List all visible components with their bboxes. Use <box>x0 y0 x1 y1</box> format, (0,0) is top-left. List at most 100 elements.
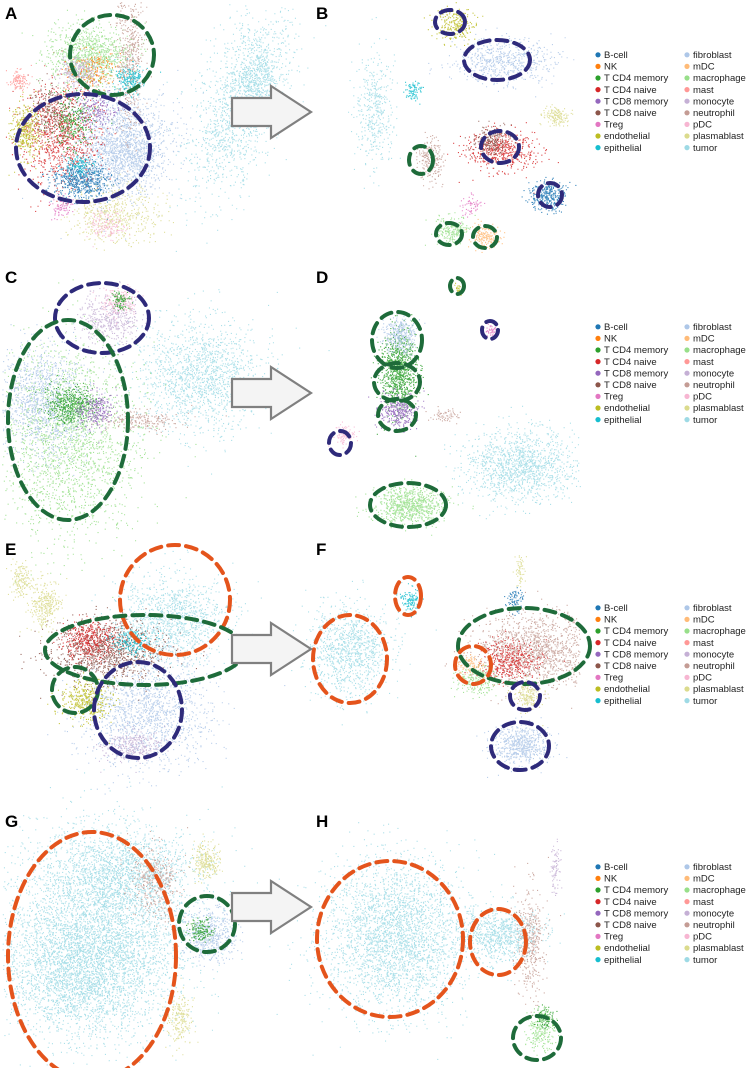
highlight-ellipse-d-14 <box>327 429 353 457</box>
cluster-macrophage <box>20 9 150 110</box>
legend-label: fibroblast <box>693 862 732 873</box>
cluster-tumor <box>154 4 327 253</box>
legend-label: T CD8 naive <box>604 380 657 391</box>
legend-label: macrophage <box>693 345 746 356</box>
legend-marker <box>595 382 601 388</box>
embedding-panel-b <box>348 2 577 253</box>
embedding-panel-a <box>5 2 327 253</box>
highlight-ellipse-d-12 <box>372 361 422 403</box>
legend-marker <box>684 393 690 399</box>
cluster-t-cd4-memory <box>185 916 216 950</box>
cluster-macrophage <box>355 478 474 536</box>
legend-marker <box>684 98 690 104</box>
cluster-tumor <box>348 17 401 189</box>
legend-marker <box>595 922 601 928</box>
highlight-ellipse-d-13 <box>376 397 418 433</box>
legend-label: mDC <box>693 874 715 885</box>
cluster-t-cd8-naive <box>464 120 516 159</box>
legend-marker <box>684 121 690 127</box>
legend-label: T CD8 memory <box>604 368 668 379</box>
panel-letters-layer: A B C D E F G H <box>5 4 328 831</box>
cluster-t-cd4-memory <box>27 374 107 442</box>
legend-label: mDC <box>693 615 715 626</box>
legend-label: T CD8 memory <box>604 96 668 107</box>
legend-label: macrophage <box>693 885 746 896</box>
legend-label: mast <box>693 357 714 368</box>
legend-label: Treg <box>604 932 623 943</box>
legend-marker <box>684 405 690 411</box>
cluster-treg <box>48 193 74 221</box>
legend-marker <box>684 640 690 646</box>
highlight-ellipse-b-8 <box>471 224 499 250</box>
legend-label: NK <box>604 874 618 885</box>
highlight-ellipses-layer <box>6 8 592 1068</box>
panel-letter-h: H <box>316 812 328 831</box>
highlight-ellipse-b-6 <box>536 181 564 209</box>
legend-label: pDC <box>693 932 712 943</box>
embedding-panel-f <box>291 555 581 778</box>
legend-marker <box>595 945 601 951</box>
cluster-endothelial <box>454 282 465 296</box>
legend-marker <box>684 63 690 69</box>
cluster-neutrophil <box>510 856 562 1018</box>
legend-label: endothelial <box>604 131 650 142</box>
legend-label: tumor <box>693 696 717 707</box>
legend-marker <box>595 899 601 905</box>
highlight-ellipse-a-1 <box>14 92 152 204</box>
legend-marker <box>684 922 690 928</box>
legend-marker <box>684 686 690 692</box>
cluster-points-layer <box>2 2 581 1067</box>
highlight-ellipse-b-5 <box>407 144 435 176</box>
legend-marker <box>595 651 601 657</box>
legend-marker <box>684 417 690 423</box>
cluster-pdc <box>84 208 131 248</box>
legend-label: T CD4 naive <box>604 85 657 96</box>
legend-marker <box>595 335 601 341</box>
legend-marker <box>595 628 601 634</box>
legend-marker <box>684 347 690 353</box>
legend-marker <box>595 910 601 916</box>
legend-marker <box>595 864 601 870</box>
cluster-neutrophil <box>91 404 227 435</box>
legend-marker <box>595 359 601 365</box>
legend-label: mast <box>693 897 714 908</box>
cluster-endothelial <box>423 2 484 47</box>
highlight-ellipse-e-21 <box>92 660 184 760</box>
cluster-t-cd4-memory <box>108 290 134 312</box>
legend-marker <box>684 370 690 376</box>
cluster-t-cd8-naive <box>19 605 205 701</box>
highlight-ellipse-f-27 <box>489 720 551 772</box>
legend-label: NK <box>604 62 618 73</box>
legend-marker <box>684 335 690 341</box>
legend-marker <box>595 133 601 139</box>
legend-label: T CD8 naive <box>604 920 657 931</box>
cluster-plasmablast <box>19 571 68 638</box>
legend-label: pDC <box>693 392 712 403</box>
legend-label: plasmablast <box>693 403 744 414</box>
legend-label: mast <box>693 85 714 96</box>
legend-marker <box>684 698 690 704</box>
cluster-endothelial <box>47 672 121 744</box>
legend-label: epithelial <box>604 955 642 966</box>
cluster-fibroblast <box>79 102 205 205</box>
legend-label: mDC <box>693 62 715 73</box>
legend-label: endothelial <box>604 684 650 695</box>
highlight-ellipse-f-25 <box>453 644 493 686</box>
legend-label: T CD4 memory <box>604 73 668 84</box>
highlight-ellipse-h-30 <box>315 859 465 1019</box>
cluster-neutrophil <box>110 2 152 172</box>
cluster-neutrophil <box>415 131 446 190</box>
legend-label: tumor <box>693 143 717 154</box>
legend-marker <box>595 933 601 940</box>
highlight-ellipse-f-23 <box>393 575 423 617</box>
highlight-ellipse-f-22 <box>311 613 389 705</box>
highlight-ellipse-a-0 <box>68 13 156 97</box>
legend-marker <box>595 347 601 353</box>
legend-marker <box>684 674 690 681</box>
panel-letter-g: G <box>5 812 18 831</box>
cluster-t-cd4-memory <box>532 1004 558 1029</box>
cluster-pdc <box>92 284 144 325</box>
